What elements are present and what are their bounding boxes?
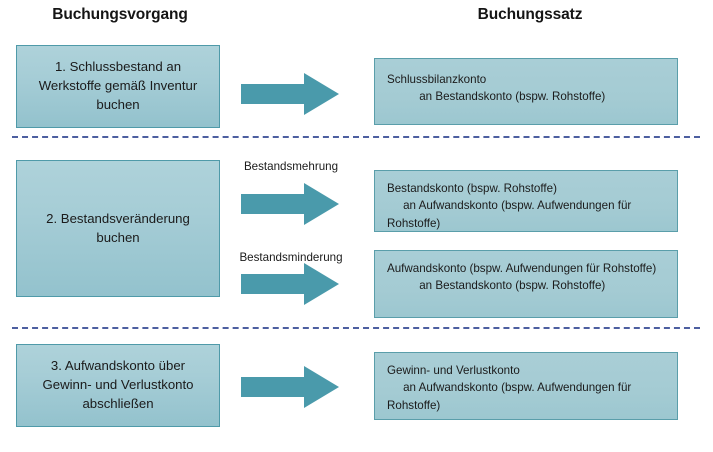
- entry-box-step-3: Gewinn- und Verlustkonto an Aufwandskont…: [374, 352, 678, 420]
- right-arrow-icon-bestandsminderung: [241, 263, 339, 305]
- column-header-entry: Buchungssatz: [477, 6, 583, 23]
- section-separator-2: [12, 327, 700, 329]
- right-arrow-icon-step-3: [241, 366, 339, 408]
- process-box-step-2: 2. Bestandsveränderung buchen: [16, 160, 220, 297]
- entry-box-step-1: Schlussbilanzkonto an Bestandskonto (bsp…: [374, 58, 678, 125]
- process-box-step-3: 3. Aufwandskonto über Gewinn- und Verlus…: [16, 344, 220, 427]
- entry-box-bestandsminderung: Aufwandskonto (bspw. Aufwendungen für Ro…: [374, 250, 678, 318]
- arrow-caption-bestandsminderung: Bestandsminderung: [239, 251, 343, 264]
- entry-box-bestandsmehrung: Bestandskonto (bspw. Rohstoffe) an Aufwa…: [374, 170, 678, 232]
- right-arrow-icon-bestandsmehrung: [241, 183, 339, 225]
- process-box-step-1: 1. Schlussbestand an Werkstoffe gemäß In…: [16, 45, 220, 128]
- section-separator-1: [12, 136, 700, 138]
- column-header-process: Buchungsvorgang: [52, 6, 188, 23]
- right-arrow-icon-step-1: [241, 73, 339, 115]
- arrow-caption-bestandsmehrung: Bestandsmehrung: [243, 160, 339, 173]
